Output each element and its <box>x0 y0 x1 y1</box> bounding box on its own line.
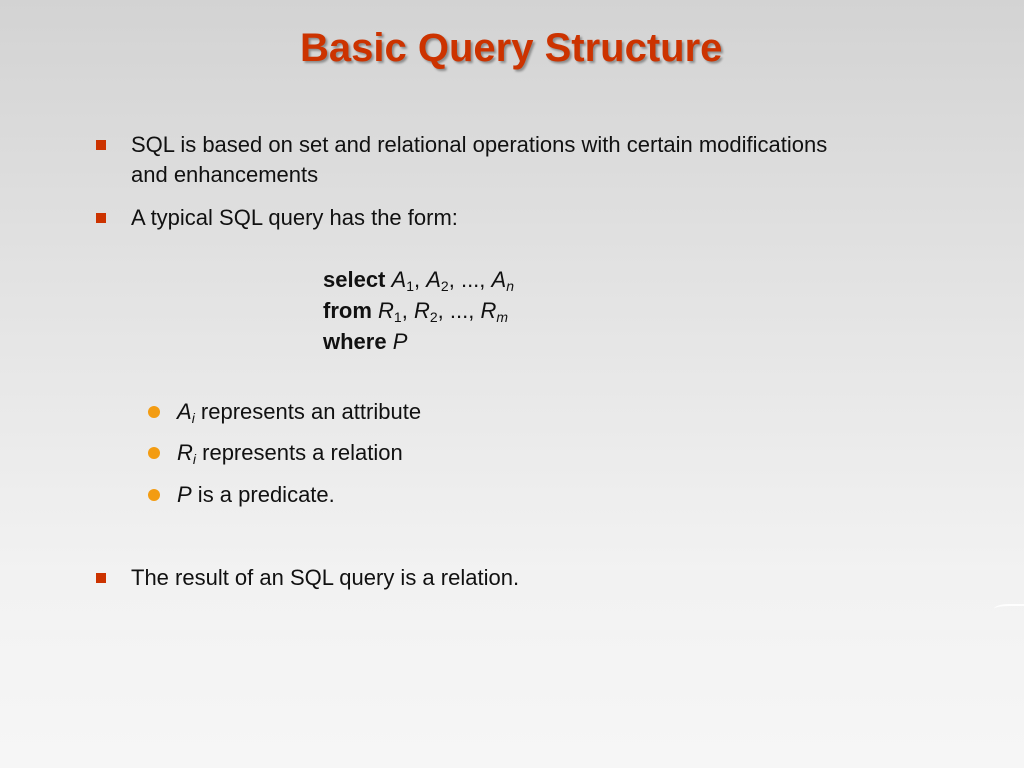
bullet-text: A typical SQL query has the form: <box>131 205 458 230</box>
attribute-var: A <box>491 267 507 292</box>
select-keyword: select <box>323 267 386 292</box>
sub-bullet-subscript: i <box>191 410 195 426</box>
query-select-line: select A1, A2, ..., An <box>323 267 515 294</box>
subscript: 1 <box>393 309 402 325</box>
sub-bullet-text: represents an attribute <box>194 399 422 424</box>
sub-bullet-text: represents a relation <box>196 440 403 465</box>
subscript: 2 <box>440 278 449 294</box>
round-bullet-icon <box>148 489 160 501</box>
sub-bullet: Ai represents an attribute <box>177 397 421 427</box>
square-bullet-icon <box>96 213 106 223</box>
round-bullet-icon <box>148 406 160 418</box>
attribute-var: A <box>426 267 441 292</box>
query-where-line: where P <box>323 326 514 357</box>
sub-bullet-var: P <box>177 482 192 507</box>
ellipsis: ..., <box>460 267 486 292</box>
sub-bullet-subscript: i <box>192 451 197 467</box>
subscript: m <box>496 309 508 325</box>
sub-bullet-var: A <box>177 399 192 424</box>
query-from-line: from R1, R2, ..., Rm <box>323 298 508 325</box>
bullet-text: The result of an SQL query is a relation… <box>131 565 520 590</box>
square-bullet-icon <box>96 573 106 583</box>
predicate-var: P <box>392 329 408 354</box>
round-bullet-icon <box>148 447 160 459</box>
attribute-var: A <box>391 267 407 292</box>
subscript: 1 <box>406 278 414 294</box>
where-keyword: where <box>323 329 387 354</box>
subscript: 2 <box>429 309 438 325</box>
relation-var: R <box>480 298 497 323</box>
sub-bullet: Ri represents a relation <box>177 438 403 468</box>
bullet-text: SQL is based on set and relational opera… <box>131 132 828 187</box>
from-keyword: from <box>323 298 372 323</box>
subscript: n <box>506 278 515 294</box>
sub-bullet-var: R <box>177 440 193 465</box>
relation-var: R <box>413 298 430 323</box>
ellipsis: ..., <box>449 298 475 323</box>
relation-var: R <box>378 298 394 323</box>
decorative-swoosh <box>994 604 1024 614</box>
square-bullet-icon <box>96 140 106 150</box>
slide-title: Basic Query Structure <box>300 26 723 70</box>
sub-bullet-text: is a predicate. <box>191 482 335 507</box>
sql-query-form: select A1, A2, ..., An from R1, R2, ...,… <box>323 264 514 357</box>
sub-bullet: P is a predicate. <box>177 480 335 510</box>
